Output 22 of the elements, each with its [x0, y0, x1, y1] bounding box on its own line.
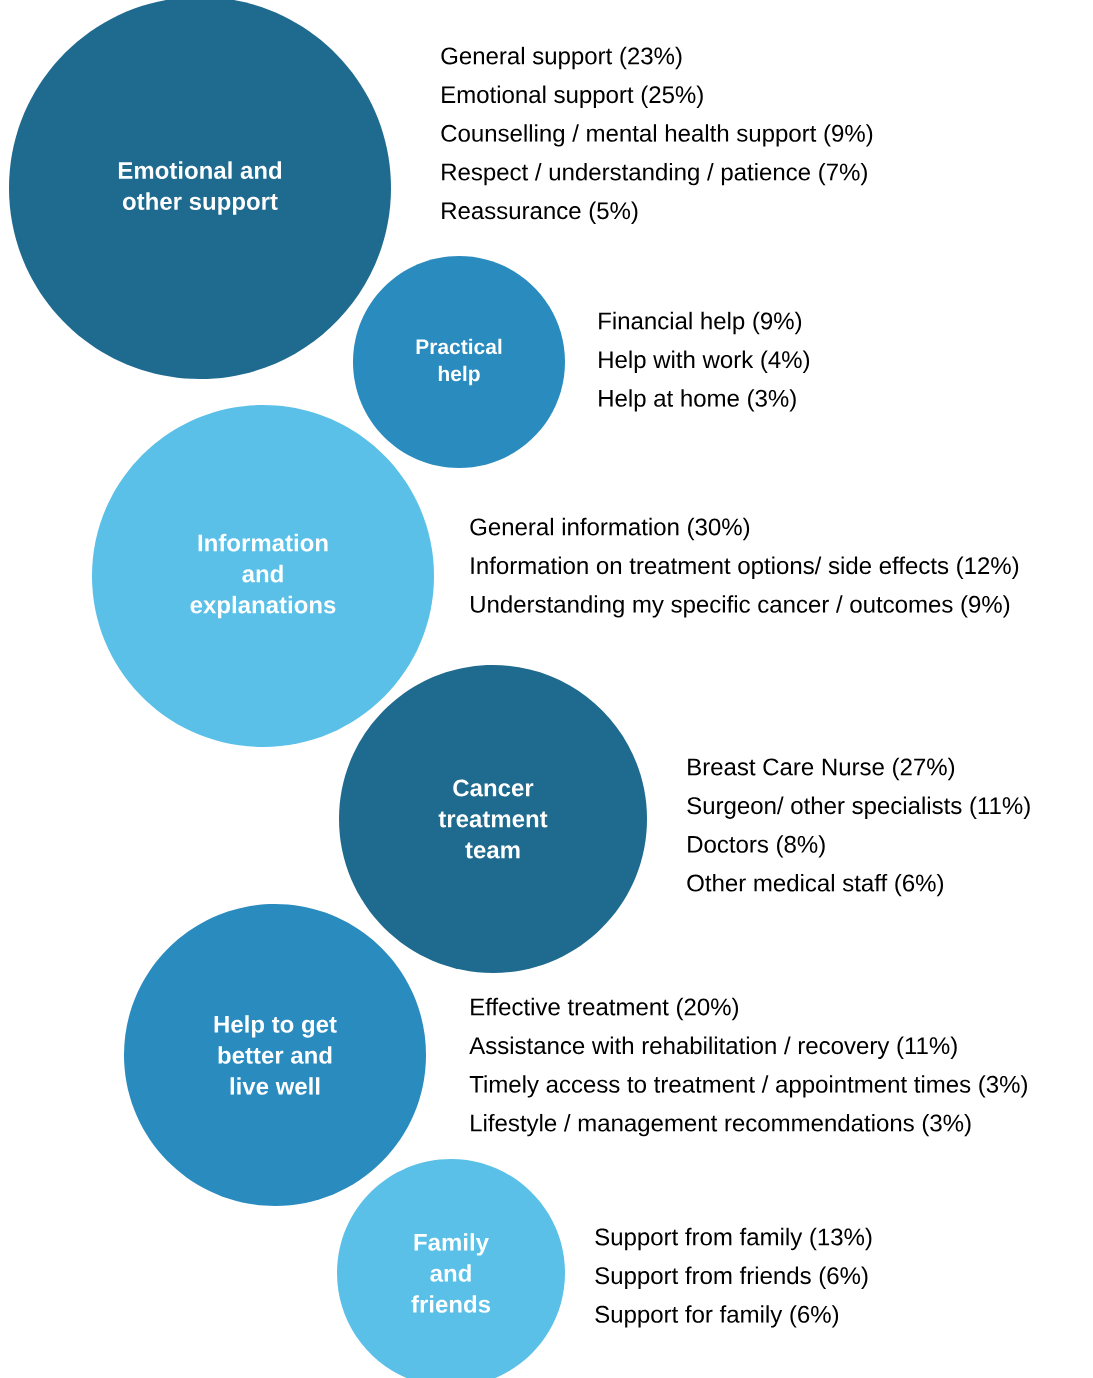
list-item: Surgeon/ other specialists (11%): [687, 796, 1030, 819]
list-item: Financial help (9%): [599, 311, 802, 335]
list-item: Emotional support (25%): [442, 85, 703, 108]
list-item: Support from family (13%): [595, 1227, 872, 1251]
list-item: Understanding my specific cancer / outcomes (9%): [471, 595, 1010, 618]
list-item: Doctors (8%): [688, 835, 825, 858]
list-item: Help with work (4%): [599, 350, 810, 373]
list-item: Counselling / mental health support (9%): [441, 124, 873, 147]
list-item: General information (30%): [470, 517, 750, 541]
list-item: Help at home (3%): [599, 389, 796, 412]
list-item: Information on treatment options/ side effects (12%): [471, 556, 1019, 579]
list-item: Timely access to treatment / appointment times (3%): [469, 1075, 1027, 1098]
list-item: Effective treatment (20%): [471, 997, 739, 1021]
list-item: General support (23%): [441, 46, 682, 70]
list-item: Support from friends (6%): [595, 1266, 868, 1289]
list-item: Assistance with rehabilitation / recovery (11%): [469, 1036, 957, 1059]
list-item: Respect / understanding / patience (7%): [442, 162, 867, 186]
list-item: Reassurance (5%): [442, 201, 638, 224]
list-item: Breast Care Nurse (27%): [688, 757, 955, 781]
list-item: Other medical staff (6%): [687, 873, 943, 897]
list-item: Support for family (6%): [595, 1305, 839, 1328]
list-item: Lifestyle / management recommendations (3%): [471, 1113, 971, 1137]
